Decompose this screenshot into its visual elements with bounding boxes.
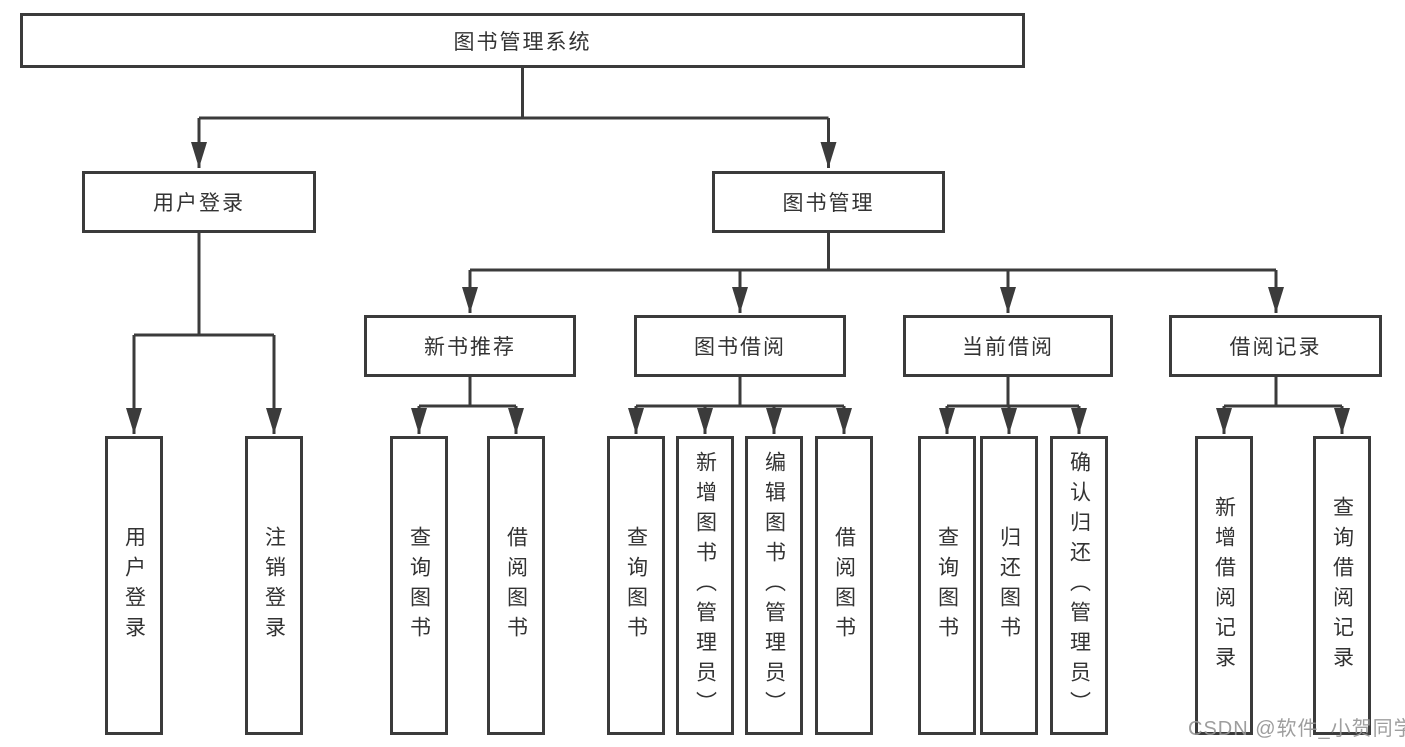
leaf-add-borrow-record-label: 新增借阅记录 (1212, 495, 1236, 676)
node-book-borrow: 图书借阅 (634, 315, 846, 377)
leaf-confirm-return-admin-label: 确认归还（管理员） (1067, 450, 1091, 721)
node-borrow-records-label: 借阅记录 (1229, 336, 1322, 359)
leaf-query-books-recommend-label: 查询图书 (407, 525, 431, 646)
leaf-logout-label: 注销登录 (262, 525, 286, 646)
node-book-management-label: 图书管理 (782, 192, 875, 215)
leaf-return-book-label: 归还图书 (997, 525, 1021, 646)
leaf-query-books-borrow-label: 查询图书 (624, 525, 648, 646)
leaf-borrow-books-borrow-label: 借阅图书 (832, 525, 856, 646)
node-book-management: 图书管理 (712, 171, 945, 233)
node-new-book-recommend: 新书推荐 (364, 315, 576, 377)
leaf-borrow-books-borrow: 借阅图书 (815, 436, 873, 735)
leaf-query-books-current: 查询图书 (918, 436, 976, 735)
leaf-user-login-label: 用户登录 (122, 525, 146, 646)
leaf-user-login: 用户登录 (105, 436, 163, 735)
node-root-label: 图书管理系统 (453, 30, 592, 54)
node-borrow-records: 借阅记录 (1169, 315, 1382, 377)
leaf-query-books-recommend: 查询图书 (390, 436, 448, 735)
leaf-add-book-admin: 新增图书（管理员） (676, 436, 734, 735)
leaf-query-books-borrow: 查询图书 (607, 436, 665, 735)
node-root: 图书管理系统 (20, 13, 1025, 68)
leaf-borrow-books-recommend-label: 借阅图书 (504, 525, 528, 646)
node-current-borrow-label: 当前借阅 (962, 336, 1054, 359)
leaf-return-book: 归还图书 (980, 436, 1038, 735)
leaf-query-borrow-record-label: 查询借阅记录 (1330, 495, 1354, 676)
leaf-borrow-books-recommend: 借阅图书 (487, 436, 545, 735)
csdn-watermark: CSDN @软件_小贺同学 (1188, 718, 1405, 740)
node-current-borrow: 当前借阅 (903, 315, 1113, 377)
leaf-add-book-admin-label: 新增图书（管理员） (693, 450, 717, 721)
leaf-query-books-current-label: 查询图书 (935, 525, 959, 646)
node-user-login: 用户登录 (82, 171, 316, 233)
leaf-edit-book-admin-label: 编辑图书（管理员） (762, 450, 786, 721)
leaf-logout: 注销登录 (245, 436, 303, 735)
node-new-book-recommend-label: 新书推荐 (424, 336, 516, 359)
leaf-edit-book-admin: 编辑图书（管理员） (745, 436, 803, 735)
node-user-login-label: 用户登录 (153, 192, 245, 215)
node-book-borrow-label: 图书借阅 (694, 336, 786, 359)
leaf-query-borrow-record: 查询借阅记录 (1313, 436, 1371, 735)
leaf-confirm-return-admin: 确认归还（管理员） (1050, 436, 1108, 735)
leaf-add-borrow-record: 新增借阅记录 (1195, 436, 1253, 735)
